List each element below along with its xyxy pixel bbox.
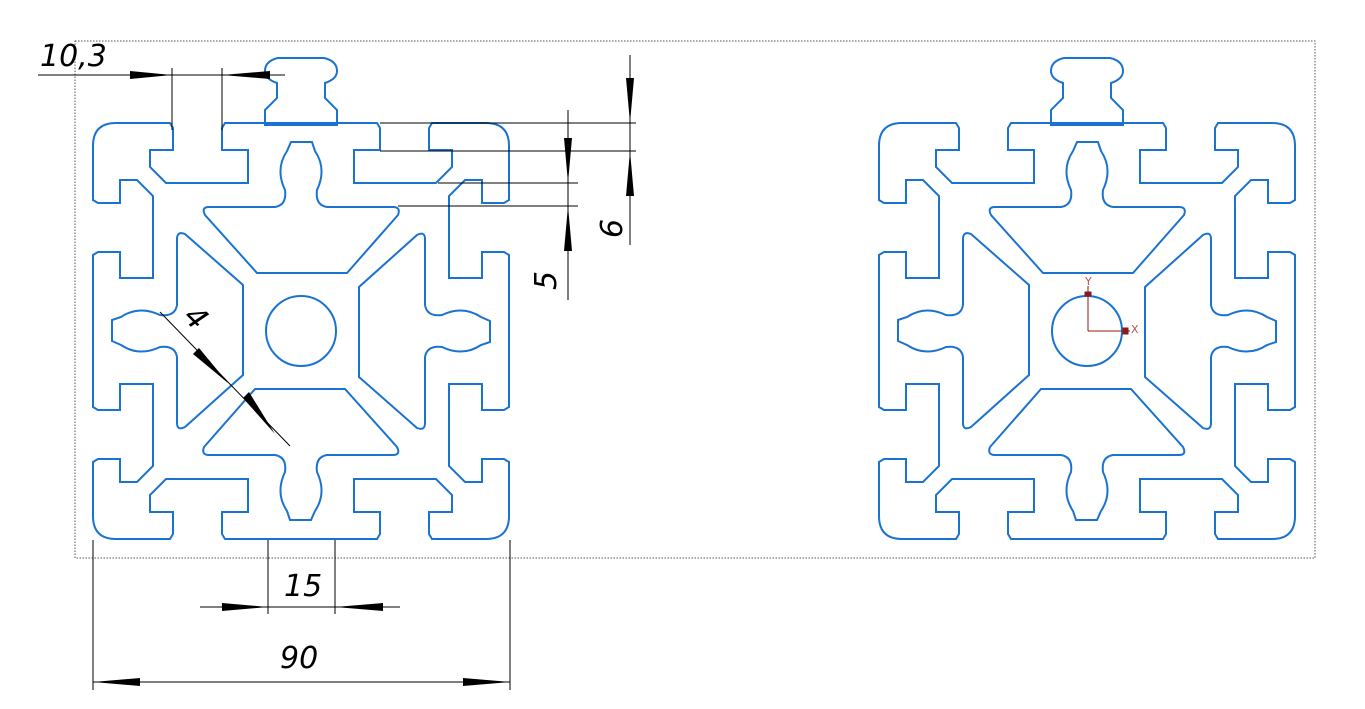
inner-cavity <box>988 141 1186 274</box>
inner-cavity <box>1144 232 1277 430</box>
dim-connector-15[interactable]: 15 <box>284 569 322 604</box>
arrow-icon <box>626 151 634 196</box>
inner-cavity <box>202 141 400 274</box>
profile-right[interactable] <box>878 57 1296 540</box>
dim-overall-90[interactable]: 90 <box>280 641 318 676</box>
dimension-lines <box>38 55 636 690</box>
inner-cavity <box>897 232 1030 430</box>
dim-slot-width[interactable]: 10,3 <box>40 39 107 74</box>
arrow-icon <box>463 678 510 686</box>
profile-outline <box>92 122 510 540</box>
arrow-icon <box>193 348 228 383</box>
center-bore <box>265 295 337 367</box>
connector-nut <box>1049 57 1125 126</box>
profile-outline <box>878 122 1296 540</box>
arrow-icon <box>626 78 634 123</box>
dim-wall-6[interactable]: 6 <box>595 219 630 238</box>
dim-rib-4[interactable]: 4 <box>176 299 214 337</box>
arrow-icon <box>243 392 275 434</box>
arrow-icon <box>564 206 572 251</box>
arrow-icon <box>93 678 140 686</box>
axis-y-label: Y <box>1084 275 1092 288</box>
arrow-icon <box>564 138 572 183</box>
inner-cavity <box>202 388 400 521</box>
profile-left-dimensioned[interactable] <box>92 57 510 540</box>
arrow-icon <box>335 603 383 611</box>
dim-wall-5[interactable]: 5 <box>529 271 564 290</box>
arrow-icon <box>222 71 270 79</box>
selection-frame <box>74 40 1316 559</box>
axis-x-label: X <box>1131 323 1139 336</box>
coordinate-axes <box>1084 286 1130 335</box>
arrow-icon <box>222 603 268 611</box>
inner-cavity <box>358 232 491 430</box>
arrow-icon <box>130 71 172 79</box>
connector-nut <box>263 57 339 126</box>
inner-cavity <box>111 232 244 430</box>
inner-cavity <box>988 388 1186 521</box>
